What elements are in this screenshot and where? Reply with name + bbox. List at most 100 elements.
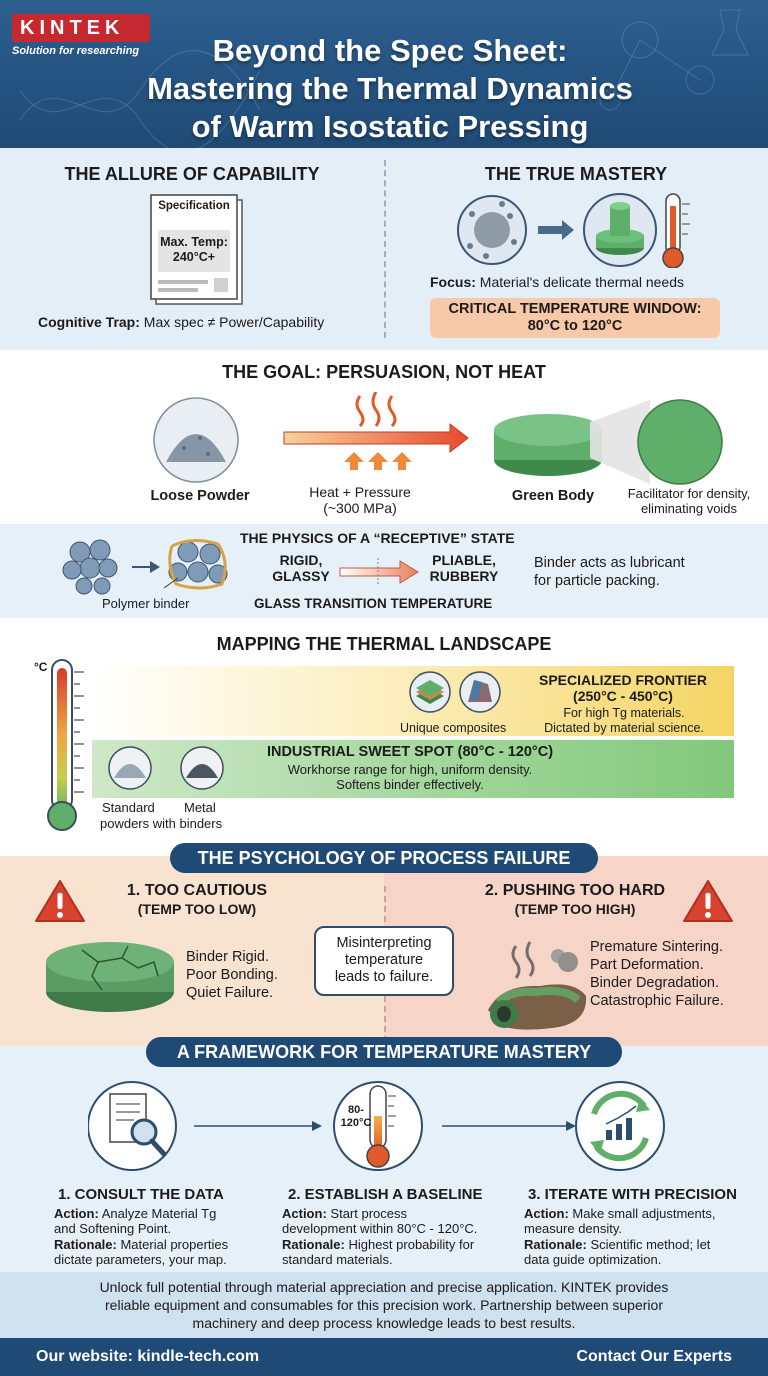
frontier-title: SPECIALIZED FRONTIER xyxy=(538,672,707,688)
composites-icon xyxy=(409,671,501,713)
step1-action: Action: Analyze Material Tg and Softenin… xyxy=(54,1206,284,1236)
step1-title: 1. CONSULT THE DATA xyxy=(58,1186,224,1203)
landscape-title: MAPPING THE THERMAL LANDSCAPE xyxy=(216,634,552,654)
high-item-2: Part Deformation. xyxy=(590,957,704,973)
high-title: 2. PUSHING TOO HARD xyxy=(484,882,666,899)
deformed-part-icon xyxy=(488,941,587,1030)
frontier-line2: Dictated by material science. xyxy=(544,721,704,735)
transition-arrow-icon xyxy=(339,558,419,586)
pushing-hard-heading: 2. PUSHING TOO HARD (TEMP TOO HIGH) xyxy=(470,882,680,918)
document-icon xyxy=(150,194,243,305)
doc-heading: Specification xyxy=(158,200,230,212)
composites-label: Unique composites xyxy=(400,721,507,735)
lubricant-line1: Binder acts as lubricant xyxy=(534,555,685,571)
goal-title: THE GOAL: PERSUASION, NOT HEAT xyxy=(222,362,546,382)
allure-title: THE ALLURE OF CAPABILITY xyxy=(64,164,320,184)
footer: Our website: kindle-tech.com Contact Our… xyxy=(0,1338,768,1376)
step2-action: Action: Start process development within… xyxy=(282,1206,522,1236)
failure-section: THE PSYCHOLOGY OF PROCESS FAILURE 1. TOO… xyxy=(0,843,768,1046)
high-item-1: Premature Sintering. xyxy=(590,939,723,955)
trap-label: Cognitive Trap: xyxy=(38,314,140,330)
closing-line2: reliable equipment and consumables for t… xyxy=(105,1297,663,1313)
thermometer-icon xyxy=(47,659,84,831)
step1-action-text2: and Softening Point. xyxy=(54,1221,172,1236)
physics-title: THE PHYSICS OF A “RECEPTIVE” STATE xyxy=(240,530,515,546)
loose-powder-label: Loose Powder xyxy=(150,488,250,504)
step3-rationale-text2: data guide optimization. xyxy=(524,1252,662,1267)
goal-section: THE GOAL: PERSUASION, NOT HEAT Loose Pow… xyxy=(0,350,768,524)
trap-text: Max spec ≠ Power/Capability xyxy=(143,314,325,330)
center-line3: leads to failure. xyxy=(334,969,434,985)
logo-tagline: Solution for researching xyxy=(12,45,140,57)
high-sub: (TEMP TOO HIGH) xyxy=(514,901,636,917)
doc-temp: Max. Temp: 240°C+ xyxy=(151,235,237,265)
persuasion-diagram-icon xyxy=(153,392,723,485)
frontier-text: For high Tg materials. Dictated by mater… xyxy=(524,706,724,736)
process-label: Heat + Pressure (~300 MPa) xyxy=(295,484,425,516)
focus-text: Focus: Material's delicate thermal needs xyxy=(430,274,684,290)
title-line-3: of Warm Isostatic Pressing xyxy=(191,109,589,144)
doc-temp-line1: Max. Temp: xyxy=(160,235,228,249)
step1-rationale: Rationale: Material properties dictate p… xyxy=(54,1237,284,1267)
binder-particles-icon xyxy=(62,539,228,595)
capability-mastery-section: THE ALLURE OF CAPABILITY Specification M… xyxy=(0,148,768,350)
pliable-label: PLIABLE, RUBBERY xyxy=(424,552,504,584)
website-link[interactable]: Our website: kindle-tech.com xyxy=(36,1348,260,1365)
frontier-range: (250°C - 450°C) xyxy=(573,688,673,704)
step-iterate: 3. ITERATE WITH PRECISION Action: Make s… xyxy=(524,1186,760,1267)
failure-title: THE PSYCHOLOGY OF PROCESS FAILURE xyxy=(170,843,598,873)
step-consult: 1. CONSULT THE DATA Action: Analyze Mate… xyxy=(54,1186,284,1267)
doc-temp-line2: 240°C+ xyxy=(172,250,216,264)
powders-icon xyxy=(108,746,224,790)
contact-experts-link[interactable]: Contact Our Experts xyxy=(576,1348,732,1365)
step3-action-text2: measure density. xyxy=(524,1221,623,1236)
glass-transition-label: GLASS TRANSITION TEMPERATURE xyxy=(254,596,493,611)
rigid-label: RIGID, GLASSY xyxy=(262,552,340,584)
step3-rationale: Rationale: Scientific method; let data g… xyxy=(524,1237,760,1267)
thermo-line1: 80- xyxy=(348,1104,364,1116)
metal-label: Metal xyxy=(184,800,216,815)
header-background-icon xyxy=(19,9,749,148)
low-item-2: Poor Bonding. xyxy=(186,967,278,983)
facilitator-line1: Facilitator for density, xyxy=(627,486,751,501)
step2-rationale-text: Highest probability for xyxy=(348,1237,475,1252)
sweet-spot-text: Workhorse range for high, uniform densit… xyxy=(240,762,580,792)
warning-icon-2 xyxy=(683,880,733,922)
title-line-2: Mastering the Thermal Dynamics xyxy=(147,71,633,106)
process-line2: (~300 MPa) xyxy=(323,500,397,516)
center-line2: temperature xyxy=(344,952,424,968)
high-item-3: Binder Degradation. xyxy=(590,975,719,991)
pliable-line2: RUBBERY xyxy=(429,568,499,584)
step1-action-label: Action: xyxy=(54,1206,99,1221)
polymer-binder-label: Polymer binder xyxy=(102,596,190,611)
closing-section: Unlock full potential through material a… xyxy=(0,1272,768,1338)
low-item-1: Binder Rigid. xyxy=(186,949,270,965)
facilitator-text: Facilitator for density, eliminating voi… xyxy=(610,486,768,516)
cracked-part-icon xyxy=(46,942,174,1012)
low-list: Binder Rigid. Poor Bonding. Quiet Failur… xyxy=(186,948,278,1002)
process-line1: Heat + Pressure xyxy=(309,484,411,500)
cognitive-trap: Cognitive Trap: Max spec ≠ Power/Capabil… xyxy=(38,314,324,330)
step3-action-text: Make small adjustments, xyxy=(572,1206,716,1221)
rigid-line2: GLASSY xyxy=(272,568,330,584)
pliable-line1: PLIABLE, xyxy=(432,552,496,568)
rigid-line1: RIGID, xyxy=(279,552,323,568)
high-item-4: Catastrophic Failure. xyxy=(590,993,724,1009)
critical-window-badge: CRITICAL TEMPERATURE WINDOW: 80°C to 120… xyxy=(430,298,720,338)
thermal-landscape-section: MAPPING THE THERMAL LANDSCAPE °C Unique … xyxy=(0,618,768,856)
step2-action-label: Action: xyxy=(282,1206,327,1221)
powder-to-part-icon xyxy=(457,193,690,268)
frontier-heading: SPECIALIZED FRONTIER (250°C - 450°C) xyxy=(528,672,718,704)
step3-rationale-label: Rationale: xyxy=(524,1237,587,1252)
lubricant-text: Binder acts as lubricant for particle pa… xyxy=(534,554,754,590)
kintek-logo: KINTEK xyxy=(12,14,150,42)
sweet-line2: Softens binder effectively. xyxy=(336,777,484,792)
thermo-line2: 120°C xyxy=(340,1117,372,1129)
step3-action: Action: Make small adjustments, measure … xyxy=(524,1206,760,1236)
framework-title: A FRAMEWORK FOR TEMPERATURE MASTERY xyxy=(146,1037,622,1067)
sweet-spot-title: INDUSTRIAL SWEET SPOT (80°C - 120°C) xyxy=(266,744,554,760)
misinterpret-callout: Misinterpreting temperature leads to fai… xyxy=(314,926,454,996)
mastery-title: THE TRUE MASTERY xyxy=(484,164,668,184)
header: KINTEK Solution for researching Beyond t… xyxy=(0,0,768,148)
frontier-line1: For high Tg materials. xyxy=(563,706,685,720)
